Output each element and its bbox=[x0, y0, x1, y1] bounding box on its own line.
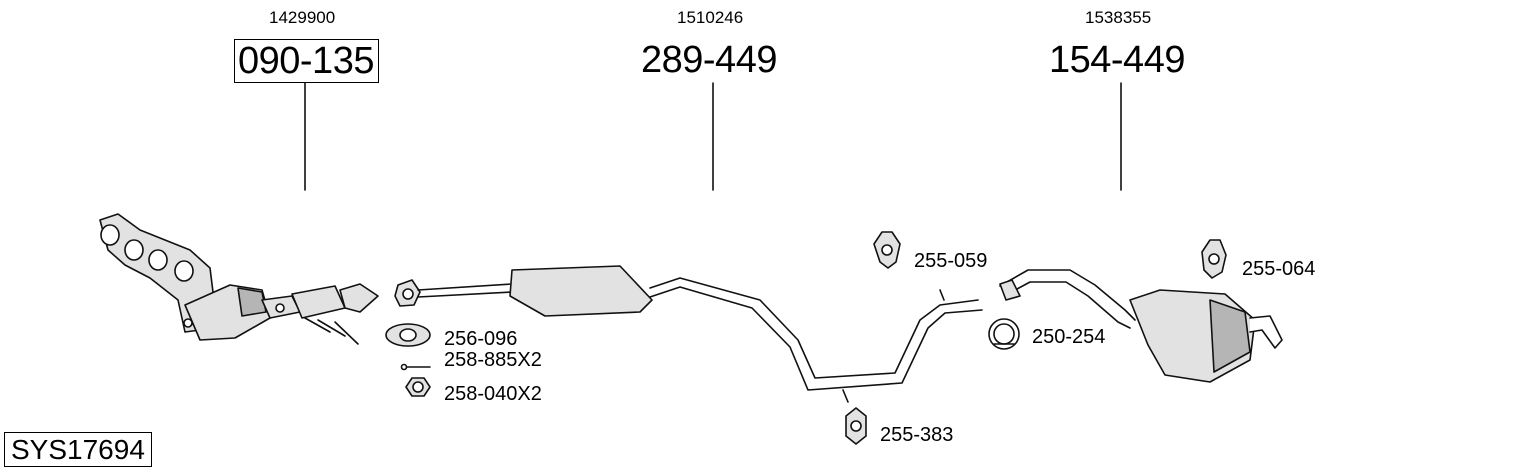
manifold-catalyst-drawing bbox=[99, 213, 379, 345]
bolt-258-885-drawing bbox=[400, 363, 431, 371]
center-muffler-drawing bbox=[417, 265, 983, 403]
hanger-255-383-drawing bbox=[845, 407, 867, 445]
nut-258-040-drawing bbox=[405, 377, 431, 397]
fitting-label-258-040[interactable]: 258-040X2 bbox=[444, 383, 542, 405]
fitting-label-256-096[interactable]: 256-096 bbox=[444, 328, 518, 350]
part-number-154-449[interactable]: 154-449 bbox=[1049, 39, 1185, 81]
system-code-label: SYS17694 bbox=[4, 432, 152, 467]
part-number-090-135[interactable]: 090-135 bbox=[234, 39, 379, 83]
fitting-label-255-064[interactable]: 255-064 bbox=[1242, 258, 1316, 280]
front-flange-drawing bbox=[394, 279, 421, 307]
clamp-250-254-drawing bbox=[988, 318, 1020, 350]
oem-number-1: 1429900 bbox=[269, 8, 336, 27]
hanger-255-064-drawing bbox=[1201, 239, 1227, 279]
oem-number-2: 1510246 bbox=[677, 8, 744, 27]
hanger-255-059-drawing bbox=[873, 231, 901, 269]
part-number-289-449[interactable]: 289-449 bbox=[641, 39, 777, 81]
fitting-label-255-383[interactable]: 255-383 bbox=[880, 424, 954, 446]
rear-muffler-drawing bbox=[999, 269, 1283, 383]
fitting-label-258-885[interactable]: 258-885X2 bbox=[444, 349, 542, 371]
gasket-256-096-drawing bbox=[385, 323, 431, 347]
fitting-label-250-254[interactable]: 250-254 bbox=[1032, 326, 1106, 348]
fitting-label-255-059[interactable]: 255-059 bbox=[914, 250, 988, 272]
oem-number-3: 1538355 bbox=[1085, 8, 1152, 27]
